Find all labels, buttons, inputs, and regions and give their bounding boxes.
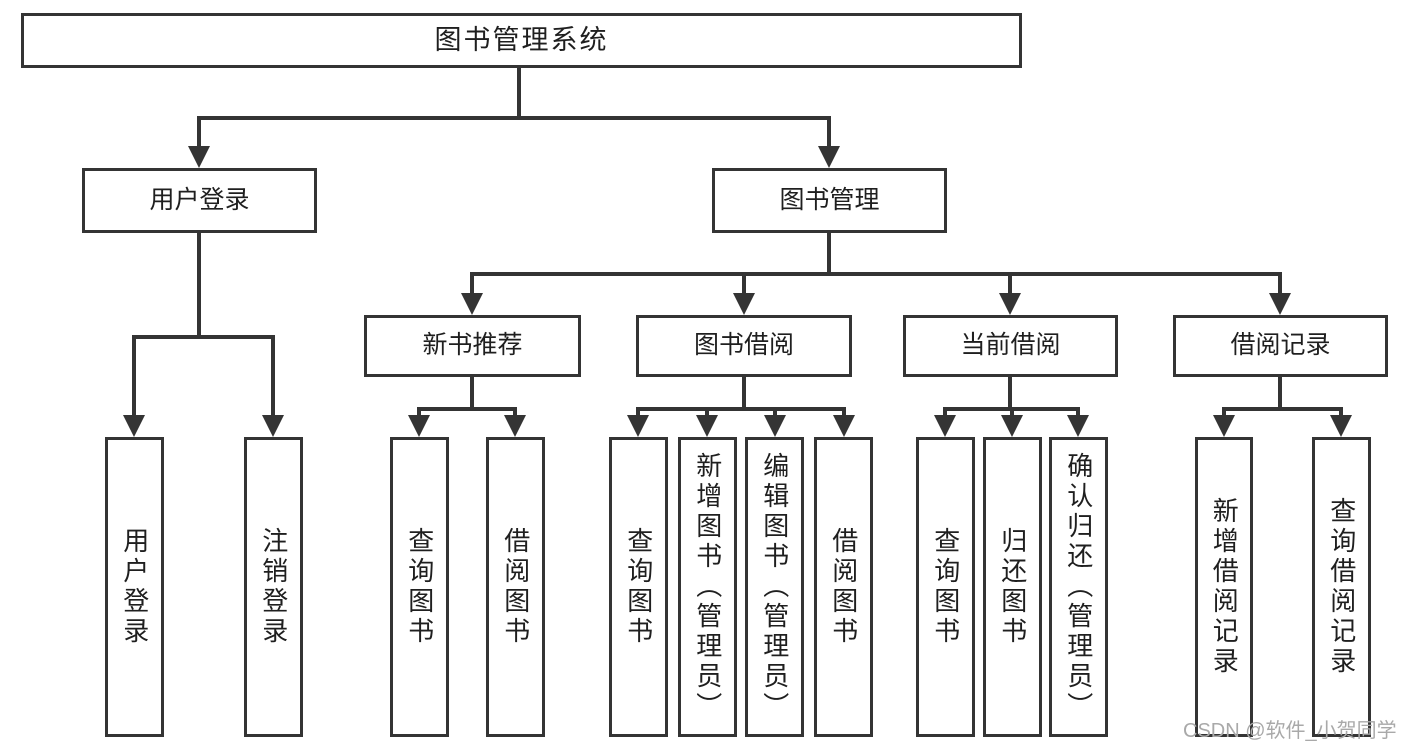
node-borrow-records: 借阅记录 xyxy=(1173,315,1388,377)
arrow-shaft-borrow-books-2 xyxy=(842,407,846,417)
connector-bar-new-book-recommend xyxy=(417,407,517,411)
arrow-head-edit-books-admin xyxy=(764,415,786,437)
node-query-books-1: 查询图书 xyxy=(390,437,449,737)
arrow-shaft-logout-leaf xyxy=(271,335,275,417)
arrow-shaft-edit-books-admin xyxy=(773,407,777,417)
arrow-shaft-borrow-records xyxy=(1278,272,1282,295)
connector-bar-user-login xyxy=(132,335,275,339)
arrow-shaft-user-login-leaf xyxy=(132,335,136,417)
arrow-shaft-user-login xyxy=(197,116,201,148)
connector-bar-level2 xyxy=(197,116,831,120)
arrow-head-borrow-records xyxy=(1269,293,1291,315)
connector-stem-root xyxy=(517,68,521,120)
arrow-shaft-book-management xyxy=(827,116,831,148)
node-add-books-admin: 新增图书（管理员） xyxy=(678,437,737,737)
arrow-shaft-query-books-2 xyxy=(636,407,640,417)
node-query-borrow-record: 查询借阅记录 xyxy=(1312,437,1371,737)
arrow-shaft-confirm-return-admin xyxy=(1076,407,1080,417)
arrow-shaft-query-borrow-record xyxy=(1339,407,1343,417)
arrow-shaft-book-borrow xyxy=(742,272,746,295)
arrow-head-borrow-books-1 xyxy=(504,415,526,437)
node-book-management: 图书管理 xyxy=(712,168,947,233)
node-new-book-recommend: 新书推荐 xyxy=(364,315,581,377)
arrow-shaft-borrow-books-1 xyxy=(513,407,517,417)
connector-stem-borrow-records xyxy=(1278,376,1282,411)
arrow-head-confirm-return-admin xyxy=(1067,415,1089,437)
node-edit-books-admin: 编辑图书（管理员） xyxy=(745,437,804,737)
node-user-login: 用户登录 xyxy=(82,168,317,233)
node-book-borrow: 图书借阅 xyxy=(636,315,852,377)
node-logout-leaf: 注销登录 xyxy=(244,437,303,737)
connector-stem-user-login xyxy=(197,232,201,339)
arrow-head-current-borrow xyxy=(999,293,1021,315)
arrow-head-query-books-3 xyxy=(934,415,956,437)
node-current-borrow: 当前借阅 xyxy=(903,315,1118,377)
arrow-shaft-return-books xyxy=(1010,407,1014,417)
arrow-head-borrow-books-2 xyxy=(833,415,855,437)
arrow-shaft-query-books-1 xyxy=(417,407,421,417)
connector-stem-book-borrow xyxy=(742,376,746,411)
arrow-head-user-login xyxy=(188,146,210,168)
arrow-head-query-books-2 xyxy=(627,415,649,437)
arrow-head-book-borrow xyxy=(733,293,755,315)
connector-bar-level3 xyxy=(470,272,1282,276)
node-borrow-books-1: 借阅图书 xyxy=(486,437,545,737)
connector-stem-current-borrow xyxy=(1008,376,1012,411)
arrow-shaft-current-borrow xyxy=(1008,272,1012,295)
node-query-books-2: 查询图书 xyxy=(609,437,668,737)
node-confirm-return-admin: 确认归还（管理员） xyxy=(1049,437,1108,737)
arrow-head-query-books-1 xyxy=(408,415,430,437)
arrow-head-user-login-leaf xyxy=(123,415,145,437)
arrow-head-add-books-admin xyxy=(696,415,718,437)
arrow-shaft-new-book-recommend xyxy=(470,272,474,295)
arrow-head-query-borrow-record xyxy=(1330,415,1352,437)
arrow-head-return-books xyxy=(1001,415,1023,437)
arrow-shaft-add-books-admin xyxy=(705,407,709,417)
node-user-login-leaf: 用户登录 xyxy=(105,437,164,737)
arrow-shaft-query-books-3 xyxy=(943,407,947,417)
arrow-head-add-borrow-record xyxy=(1213,415,1235,437)
arrow-head-logout-leaf xyxy=(262,415,284,437)
node-return-books: 归还图书 xyxy=(983,437,1042,737)
connector-bar-book-borrow xyxy=(636,407,845,411)
node-root: 图书管理系统 xyxy=(21,13,1022,68)
node-add-borrow-record: 新增借阅记录 xyxy=(1195,437,1253,737)
arrow-head-book-management xyxy=(818,146,840,168)
node-borrow-books-2: 借阅图书 xyxy=(814,437,873,737)
arrow-shaft-add-borrow-record xyxy=(1222,407,1226,417)
connector-bar-borrow-records xyxy=(1222,407,1343,411)
node-query-books-3: 查询图书 xyxy=(916,437,975,737)
connector-stem-book-management xyxy=(827,232,831,276)
arrow-head-new-book-recommend xyxy=(461,293,483,315)
watermark: CSDN @软件_小贺同学 xyxy=(1183,720,1397,742)
connector-stem-new-book-recommend xyxy=(470,376,474,411)
